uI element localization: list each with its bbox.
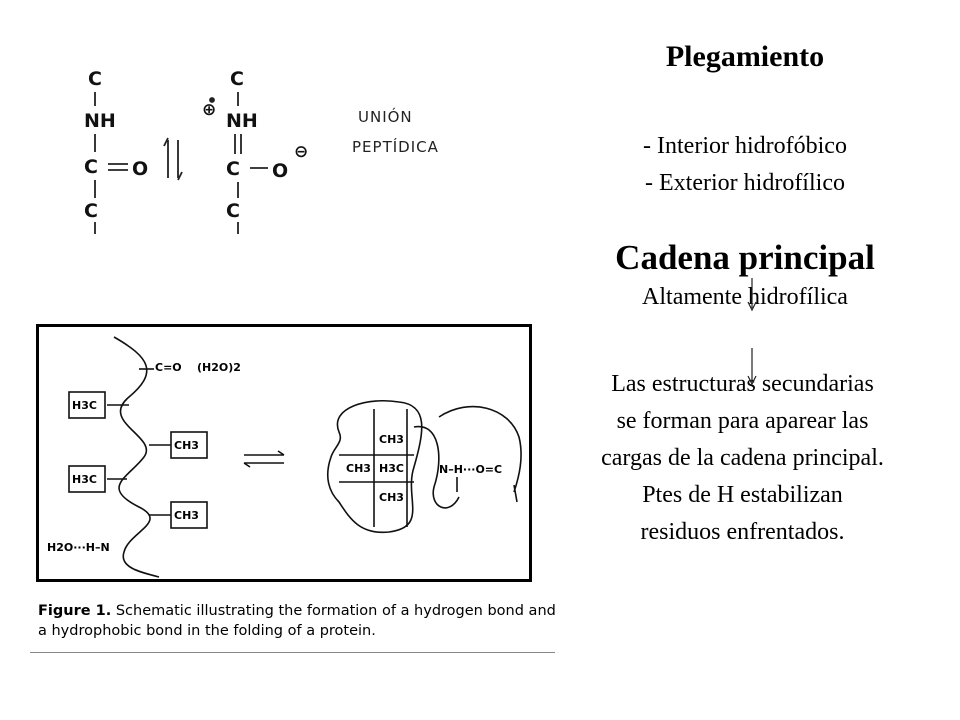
- bullet-item: - Interior hidrofóbico: [643, 133, 847, 159]
- bullet-item: - Exterior hidrofílico: [645, 170, 845, 196]
- label-hbond: N–H···O=C: [439, 463, 503, 476]
- sketch-right-c-top: C: [230, 68, 244, 90]
- sketch-left-c-mid: C: [84, 156, 98, 178]
- label-water-top: (H2O)2: [197, 361, 241, 374]
- caption-divider: [30, 652, 555, 653]
- sketch-left-c-top: C: [88, 68, 102, 90]
- explanation-paragraph: Las estructuras secundarias se forman pa…: [545, 366, 940, 551]
- label-methyl: CH3: [174, 439, 199, 452]
- sketch-right-nh: NH: [226, 110, 258, 132]
- peptide-bond-sketch: C NH C O C C NH C O C ⊕ ⊖: [60, 60, 550, 250]
- paragraph-line: se forman para aparear las: [616, 408, 869, 434]
- label-core-methyl: CH3: [346, 462, 371, 475]
- sketch-left-c-bottom: C: [84, 200, 98, 222]
- minus-charge-icon: ⊖: [294, 142, 309, 162]
- section-subtitle: Altamente hidrofílica: [642, 284, 848, 310]
- section-title: Cadena principal: [615, 238, 875, 277]
- sketch-right-o: O: [272, 160, 289, 182]
- caption-label: Figure 1.: [38, 603, 112, 619]
- plus-charge-icon: ⊕: [202, 100, 217, 120]
- figure-drawing: [68, 336, 522, 578]
- paragraph-line: cargas de la cadena principal.: [601, 445, 884, 471]
- sketch-bonds: [94, 92, 268, 234]
- slide-title: Plegamiento: [665, 40, 825, 73]
- label-methyl: CH3: [174, 509, 199, 522]
- annotation-arrows: [747, 278, 757, 386]
- label-core-methyl: CH3: [379, 491, 404, 504]
- sketch-left-o: O: [132, 158, 149, 180]
- label-methyl: H3C: [72, 399, 97, 412]
- sketch-left-nh: NH: [84, 110, 116, 132]
- label-core-methyl: H3C: [379, 462, 404, 475]
- paragraph-line: Las estructuras secundarias: [611, 371, 874, 397]
- label-water-bottom: H2O···H–N: [47, 541, 110, 554]
- note-line: UNIÓN: [358, 108, 413, 126]
- caption-text: Schematic illustrating the formation of …: [38, 603, 556, 639]
- figure-caption: Figure 1. Schematic illustrating the for…: [38, 601, 558, 641]
- paragraph-line: residuos enfrentados.: [640, 519, 845, 545]
- label-carbonyl: C=O: [155, 361, 182, 374]
- bullet-list: - Interior hidrofóbico - Exterior hidrof…: [560, 128, 930, 202]
- label-core-methyl: CH3: [379, 433, 404, 446]
- figure-box: C=O (H2O)2 H3C CH3 H3C CH3 H2O···H–N CH3…: [36, 324, 532, 582]
- label-methyl: H3C: [72, 473, 97, 486]
- paragraph-line: Ptes de H estabilizan: [642, 482, 843, 508]
- note-line: PEPTÍDICA: [352, 138, 439, 156]
- sketch-right-c-bottom: C: [226, 200, 240, 222]
- sketch-right-c-mid: C: [226, 158, 240, 180]
